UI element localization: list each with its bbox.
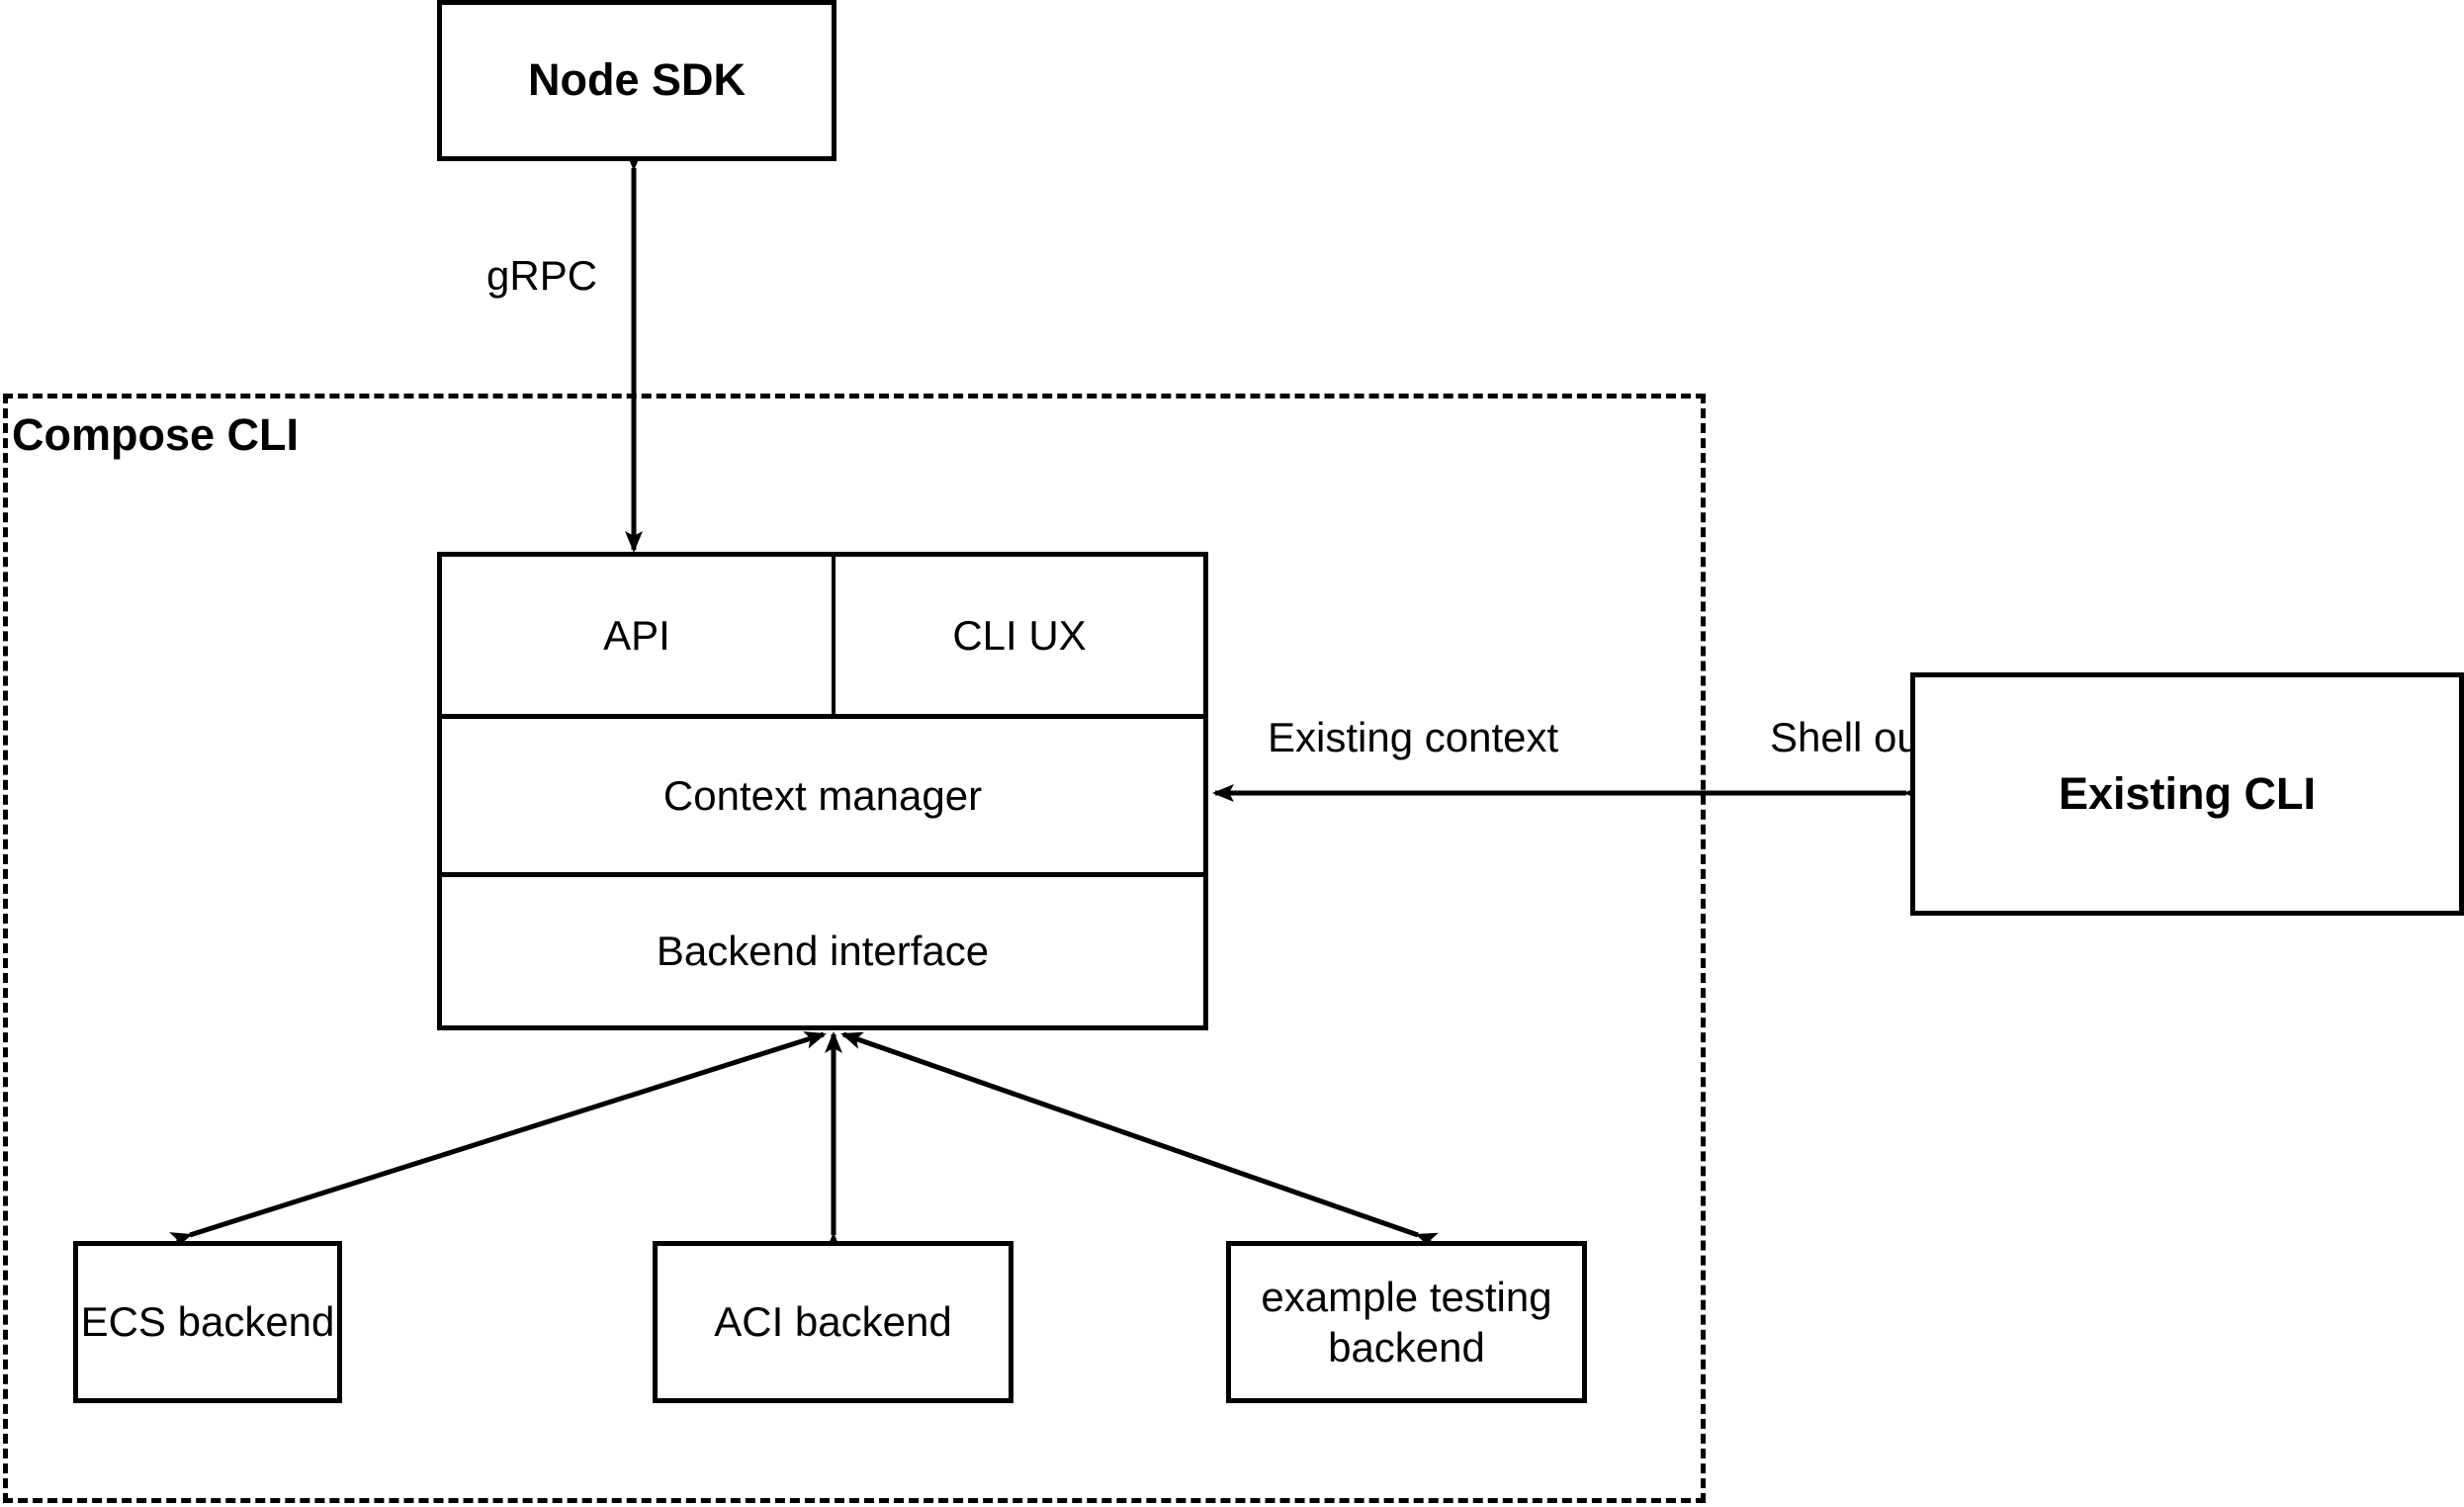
core-cell-context-manager-label: Context manager [662, 771, 983, 819]
example-testing-backend-box[interactable]: example testing backend [1226, 1241, 1587, 1403]
edge-label-grpc: gRPC [486, 252, 598, 299]
core-stack-top-row: API CLI UX [442, 557, 1203, 719]
node-sdk-label: Node SDK [527, 54, 746, 106]
compose-cli-group-boundary [3, 394, 1706, 1503]
example-testing-backend-label: example testing backend [1261, 1273, 1552, 1371]
aci-backend-box[interactable]: ACI backend [653, 1241, 1013, 1403]
edge-label-shell-out: Shell out [1770, 714, 1932, 760]
existing-cli-box[interactable]: Existing CLI [1910, 672, 2464, 916]
core-cell-api[interactable]: API [442, 557, 836, 714]
ecs-backend-box[interactable]: ECS backend [73, 1241, 342, 1403]
core-cell-cli-ux[interactable]: CLI UX [836, 557, 1203, 714]
core-cell-cli-ux-label: CLI UX [952, 611, 1087, 659]
existing-cli-label: Existing CLI [2058, 767, 2317, 819]
compose-cli-core-stack: API CLI UX Context manager Backend inter… [437, 552, 1208, 1030]
edge-label-existing-context: Existing context [1268, 714, 1559, 760]
core-cell-api-label: API [603, 611, 670, 659]
core-cell-backend-interface[interactable]: Backend interface [442, 877, 1203, 1025]
aci-backend-label: ACI backend [714, 1298, 952, 1346]
compose-cli-group-label: Compose CLI [12, 409, 300, 460]
core-cell-backend-interface-label: Backend interface [656, 928, 990, 975]
ecs-backend-label: ECS backend [80, 1298, 335, 1346]
core-cell-context-manager[interactable]: Context manager [442, 719, 1203, 877]
node-sdk-box[interactable]: Node SDK [437, 0, 836, 161]
